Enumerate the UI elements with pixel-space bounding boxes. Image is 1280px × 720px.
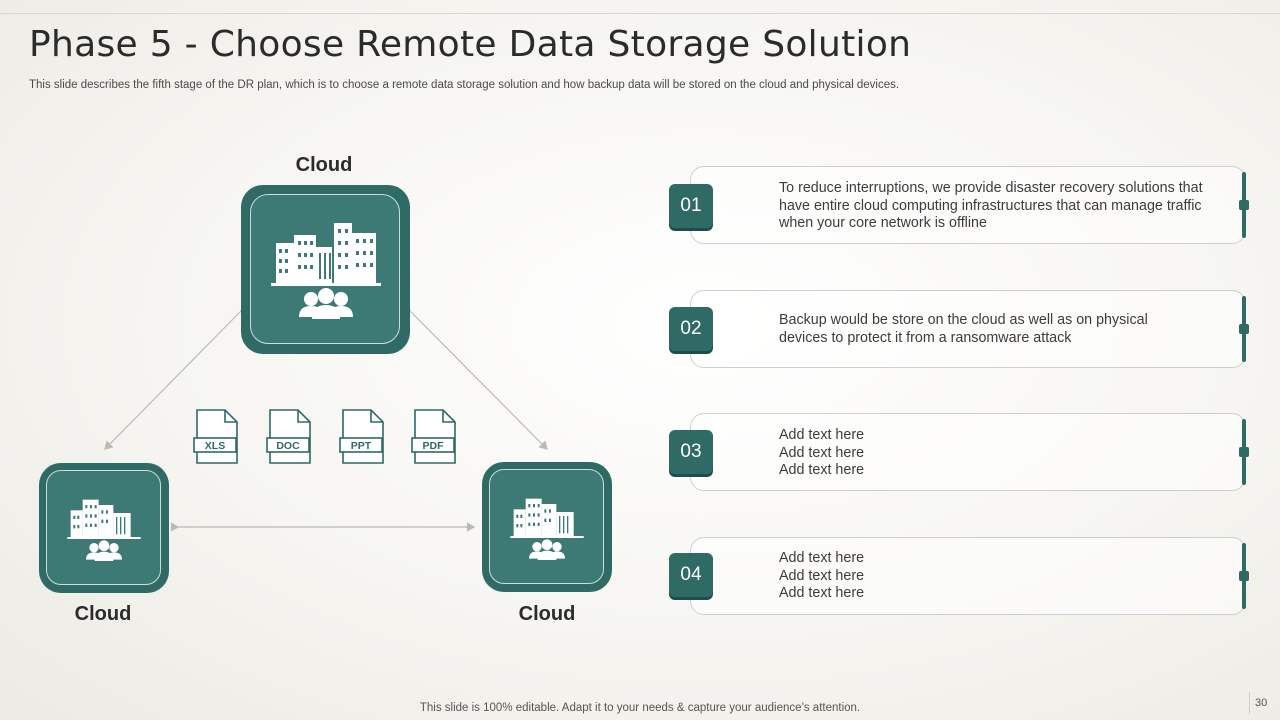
buildings-people-icon — [510, 498, 584, 560]
page-number-divider — [1249, 692, 1250, 714]
card-line: Add text here — [779, 585, 865, 601]
card-accent-knob — [1239, 447, 1249, 457]
arrow-top-to-right — [401, 302, 548, 450]
page-subtitle: This slide describes the fifth stage of … — [29, 79, 900, 91]
page-number: 30 — [1255, 697, 1268, 709]
info-card-02 — [690, 290, 1246, 368]
footer-note: This slide is 100% editable. Adapt it to… — [419, 702, 861, 714]
card-line: Add text here — [779, 462, 865, 478]
xls-file-icon: XLS — [193, 409, 238, 464]
node-top — [241, 185, 410, 354]
card-accent-knob — [1239, 200, 1249, 210]
info-card-03 — [690, 413, 1246, 491]
card-text-02: Backup would be store on the cloud as we… — [779, 312, 1148, 346]
node-label-left: Cloud — [74, 603, 132, 625]
pdf-file-icon: PDF — [411, 409, 456, 464]
node-right — [482, 462, 612, 592]
step-badge-03: 03 — [669, 430, 713, 474]
node-label-top: Cloud — [295, 154, 353, 176]
card-line: Add text here — [779, 444, 865, 461]
doc-file-icon: DOC — [266, 409, 311, 464]
file-type-label: XLS — [205, 440, 225, 452]
arrow-top-to-left — [104, 302, 250, 450]
info-card-04 — [690, 537, 1246, 615]
buildings-people-icon — [67, 499, 141, 561]
file-type-label: PDF — [423, 440, 445, 452]
card-text-01: To reduce interruptions, we provide disa… — [779, 180, 1203, 231]
card-line: Add text here — [779, 567, 865, 584]
step-badge-01: 01 — [669, 184, 713, 228]
card-line: Add text here — [779, 427, 865, 443]
step-badge-02: 02 — [669, 307, 713, 351]
ppt-file-icon: PPT — [339, 409, 384, 464]
step-badge-04: 04 — [669, 553, 713, 597]
card-accent-knob — [1239, 571, 1249, 581]
file-type-label: DOC — [276, 440, 300, 452]
buildings-people-icon — [271, 223, 381, 319]
card-accent-knob — [1239, 324, 1249, 334]
card-text-03: Add text here Add text here Add text her… — [779, 427, 1219, 480]
node-left — [39, 463, 169, 593]
page-title: Phase 5 - Choose Remote Data Storage Sol… — [29, 24, 912, 65]
file-type-label: PPT — [351, 440, 372, 452]
card-text-04: Add text here Add text here Add text her… — [779, 550, 1219, 603]
node-label-right: Cloud — [518, 603, 576, 625]
card-line: Add text here — [779, 550, 865, 566]
top-divider — [0, 13, 1280, 14]
